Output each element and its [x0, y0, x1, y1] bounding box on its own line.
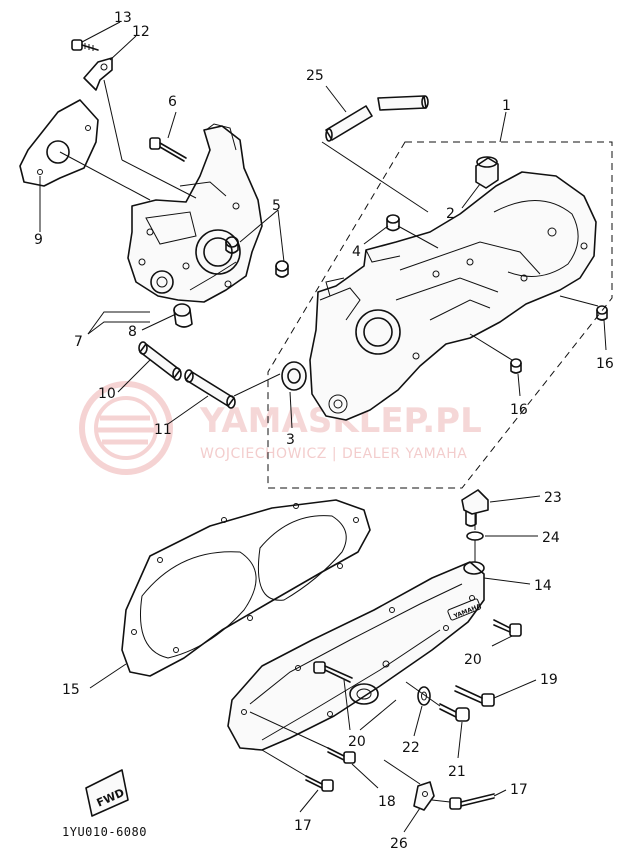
callout-11: 11 [154, 422, 172, 438]
bolt-18 [327, 747, 356, 764]
callout-22: 22 [402, 740, 420, 756]
callout-2: 2 [446, 206, 455, 222]
callout-labels: 13 12 6 9 5 7 8 10 11 3 25 1 2 4 16 16 2… [34, 10, 614, 852]
bolt-20-left [313, 661, 353, 683]
dowel-pins-5 [225, 236, 289, 278]
callout-17-right: 17 [510, 782, 528, 798]
seal-3 [281, 361, 307, 391]
callout-9: 9 [34, 232, 43, 248]
callout-10: 10 [98, 386, 116, 402]
watermark: YAMASKLEP.PL WOJCIECHOWICZ | DEALER YAMA… [79, 381, 482, 475]
callout-12: 12 [132, 24, 150, 40]
bolt-13 [71, 39, 99, 51]
callout-7: 7 [74, 334, 83, 350]
assembly-boundary [267, 141, 613, 489]
filler-cap-23 [461, 489, 489, 527]
o-ring-24 [466, 531, 484, 541]
bolt-17-left [305, 775, 334, 792]
callout-24: 24 [542, 530, 560, 546]
crankcase-right-half [309, 171, 597, 421]
dowel-4 [386, 214, 400, 232]
callout-21: 21 [448, 764, 466, 780]
callout-4: 4 [352, 244, 361, 260]
callout-15: 15 [62, 682, 80, 698]
callout-18: 18 [378, 794, 396, 810]
pipe-10 [138, 341, 182, 381]
callout-25: 25 [306, 68, 324, 84]
leader-lines [39, 21, 607, 833]
crankcase-left-half [127, 123, 263, 303]
callout-6: 6 [168, 94, 177, 110]
watermark-dealer: WOJCIECHOWICZ | DEALER YAMAHA [200, 446, 467, 462]
diagram-code: 1YU010-6080 [62, 825, 147, 839]
callout-23: 23 [544, 490, 562, 506]
callout-13: 13 [114, 10, 132, 26]
callout-14: 14 [534, 578, 552, 594]
clamp-26 [413, 781, 435, 811]
bolt-17-right [449, 793, 495, 810]
washer-22 [417, 686, 431, 706]
callout-3: 3 [286, 432, 295, 448]
callout-16-lower: 16 [510, 402, 528, 418]
clip-12 [83, 57, 113, 91]
bolt-6 [149, 137, 187, 162]
plug-16-lower [510, 358, 522, 374]
bolt-21 [439, 703, 470, 722]
bolt-19 [454, 685, 495, 707]
callout-1: 1 [502, 98, 511, 114]
bushing-8 [173, 303, 193, 328]
callout-5: 5 [272, 198, 281, 214]
callout-16-upper: 16 [596, 356, 614, 372]
callout-17-left: 17 [294, 818, 312, 834]
bushing-2 [475, 156, 499, 189]
hose-25 [325, 95, 429, 142]
callout-20-right: 20 [464, 652, 482, 668]
callout-8: 8 [128, 324, 137, 340]
callout-20-lower-a: 20 [348, 734, 366, 750]
cover-plate-9 [19, 99, 99, 187]
gasket-15 [121, 499, 371, 677]
bolt-20-right [493, 619, 522, 637]
fwd-arrow-badge: FWD [85, 769, 129, 817]
callout-26: 26 [390, 836, 408, 852]
crankcase-cover-14: YAMAHA [227, 561, 485, 751]
callout-19: 19 [540, 672, 558, 688]
pipe-11 [184, 369, 236, 409]
plug-16-upper [596, 305, 608, 321]
